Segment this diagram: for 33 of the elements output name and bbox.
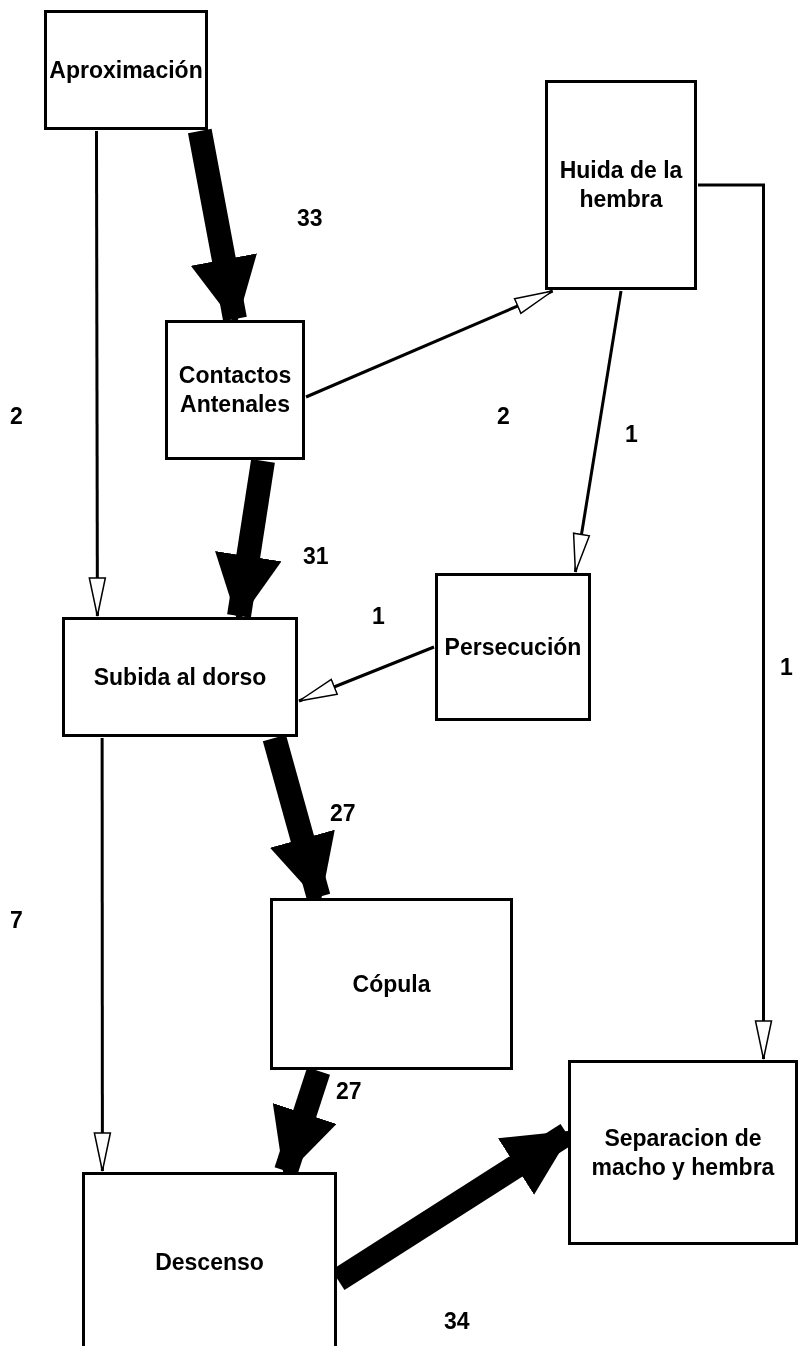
arrow <box>93 738 112 1172</box>
arrow <box>305 289 554 399</box>
box-label: Huida de la hembra <box>558 156 684 214</box>
edge-label: 34 <box>444 1308 470 1335</box>
process-box <box>270 898 513 1070</box>
process-box <box>435 573 591 721</box>
arrow <box>88 131 107 617</box>
edge-label: 1 <box>372 603 385 630</box>
edge-label: 27 <box>336 1078 362 1105</box>
edge-label: 1 <box>625 421 638 448</box>
edge-label: 31 <box>303 543 329 570</box>
box-label: Subida al dorso <box>93 662 267 692</box>
box-label: Separacion de macho y hembra <box>590 1123 776 1182</box>
arrow <box>298 645 435 703</box>
process-box <box>165 320 305 460</box>
box-label: Cópula <box>352 969 431 999</box>
process-box <box>82 1172 337 1346</box>
process-box <box>568 1060 798 1245</box>
edge-label: 2 <box>497 403 510 430</box>
box-label: Descenso <box>155 1247 264 1277</box>
edge-label: 33 <box>297 205 323 232</box>
edge-label: 2 <box>10 403 23 430</box>
arrow <box>698 183 773 1060</box>
edge-label: 1 <box>780 654 793 681</box>
edge-label: 7 <box>10 907 23 934</box>
box-label: Contactos Antenales <box>177 361 293 419</box>
box-label: Aproximación <box>49 55 203 85</box>
edge-label: 27 <box>330 800 356 827</box>
box-label: Persecución <box>444 632 582 662</box>
arrow <box>572 290 623 573</box>
process-box <box>44 10 208 130</box>
process-box <box>62 617 298 737</box>
process-box <box>545 80 697 290</box>
